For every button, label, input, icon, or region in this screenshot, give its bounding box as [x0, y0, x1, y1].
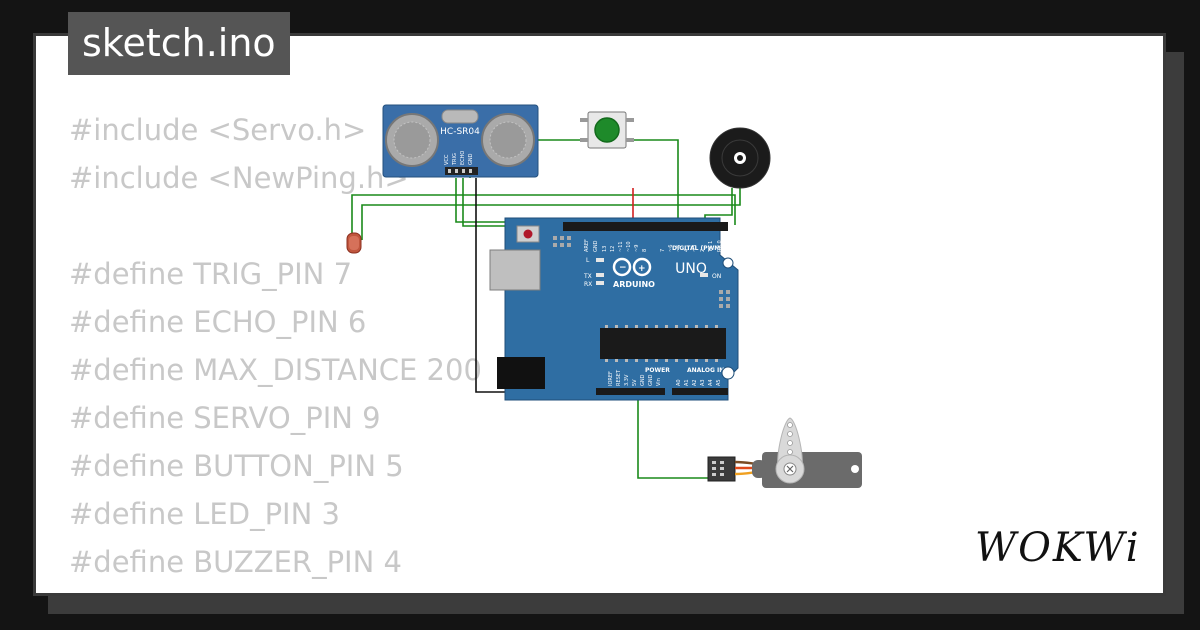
buzzer[interactable]: [709, 127, 771, 189]
pin-label: GND: [593, 240, 599, 252]
pin-label: 5V: [632, 379, 638, 386]
ultrasonic-sensor[interactable]: HC-SR04 VCC TRIG ECHO GND: [382, 104, 539, 178]
pin-label: ~6: [668, 245, 674, 252]
file-tab[interactable]: sketch.ino: [68, 12, 290, 75]
pin-label: 2: [700, 249, 706, 252]
pin-label: ~11: [618, 241, 624, 252]
board-brand-label: ARDUINO: [613, 280, 655, 289]
arduino-uno-board[interactable]: AREF GND 13 12 ~11 ~10 ~9 8 7 ~6 ~5 4 ~3…: [489, 217, 739, 401]
pin-label: ~10: [626, 241, 632, 252]
pin-label: A3: [700, 379, 706, 386]
pin-label: GND: [640, 374, 646, 386]
pin-label: GND: [648, 374, 654, 386]
analog-label: ANALOG IN: [687, 367, 724, 374]
pin-label: 4: [684, 249, 690, 252]
pin-label: ~3: [692, 245, 698, 252]
push-button[interactable]: [580, 111, 634, 149]
pin-label: Vin: [656, 378, 662, 386]
power-pin-labels: IOREF RESET 3.3V 5V GND GND Vin: [608, 369, 662, 386]
digital-header-label: DIGITAL (PWM ~): [672, 245, 730, 252]
on-label: ON: [712, 273, 721, 280]
wire-trig: [455, 178, 648, 223]
code-line: #define ECHO_PIN 6: [69, 305, 367, 339]
pin-label: RESET: [616, 369, 622, 386]
power-label: POWER: [645, 367, 670, 374]
pin-label: IOREF: [608, 371, 614, 386]
sensor-pin-label: VCC: [444, 154, 450, 165]
code-line: #define SERVO_PIN 9: [69, 401, 381, 435]
analog-pin-labels: A0 A1 A2 A3 A4 A5: [676, 379, 722, 386]
wire-led-2: [361, 180, 741, 240]
code-line: #include <Servo.h>: [69, 113, 367, 147]
pin-label: A5: [716, 379, 722, 386]
led-label: L: [586, 257, 590, 264]
pin-label: ~5: [676, 245, 682, 252]
wire-button: [625, 139, 679, 225]
pin-label: A0: [676, 379, 682, 386]
digital-pin-labels: AREF GND 13 12 ~11 ~10 ~9 8 7 ~6 ~5 4 ~3…: [584, 239, 723, 253]
pin-label: RX 0: [717, 240, 723, 252]
wokwi-logo: WOKWi: [975, 525, 1141, 571]
board-model-label: UNO: [675, 261, 707, 277]
code-preview: #include <Servo.h> #include <NewPing.h> #d…: [69, 106, 482, 586]
pin-label: A2: [692, 379, 698, 386]
sensor-model-label: HC-SR04: [440, 127, 480, 137]
led-label: RX: [584, 281, 592, 288]
svg-text:−: −: [619, 263, 627, 273]
svg-text:+: +: [638, 264, 646, 274]
wire-led: [351, 194, 736, 240]
code-line: #define LED_PIN 3: [69, 497, 340, 531]
code-line: #define BUTTON_PIN 5: [69, 449, 404, 483]
arduino-logo-icon: [612, 257, 652, 277]
pin-label: 13: [602, 246, 608, 252]
sensor-pin-label: GND: [468, 153, 474, 165]
pin-label: 8: [642, 249, 648, 252]
code-line: #define MAX_DISTANCE 200: [69, 353, 482, 387]
pin-label: A1: [684, 379, 690, 386]
code-line: #define BUZZER_PIN 4: [69, 545, 402, 579]
pin-label: ~9: [634, 245, 640, 252]
led-label: TX: [583, 273, 592, 280]
led[interactable]: [346, 232, 362, 254]
pin-label: 7: [660, 249, 666, 252]
pin-label: AREF: [584, 239, 590, 252]
pin-label: 12: [610, 246, 616, 252]
code-line: #include <NewPing.h>: [69, 161, 409, 195]
sensor-pin-label: TRIG: [452, 153, 458, 166]
pin-label: A4: [708, 379, 714, 386]
code-line: #define TRIG_PIN 7: [69, 257, 353, 291]
pin-label: 3.3V: [624, 374, 630, 386]
sensor-pin-label: ECHO: [460, 151, 466, 165]
pin-label: TX 1: [708, 241, 714, 253]
servo-motor[interactable]: [707, 417, 862, 488]
